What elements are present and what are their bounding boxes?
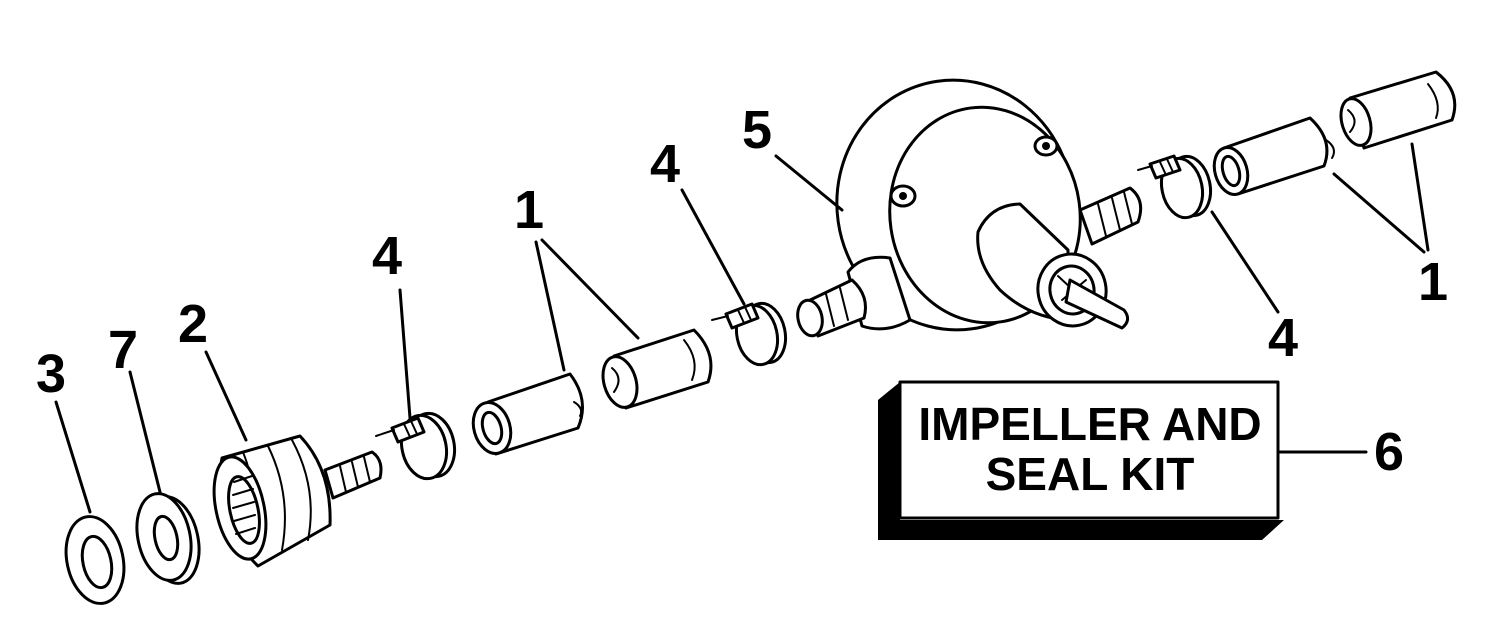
callout-3: 3 [36,344,66,404]
part-1-hose-right-lower [1212,116,1335,196]
part-4-clamp-left [375,411,457,481]
part-3-washer [64,515,126,605]
kit-label-line2: SEAL KIT [986,448,1195,500]
impeller-seal-kit-box: IMPELLER AND SEAL KIT [878,380,1284,540]
callout-numbers: 3 7 2 4 1 4 5 4 1 6 [36,100,1448,482]
callout-5: 5 [742,100,772,160]
part-7-gasket [135,492,201,585]
part-5-pump-assembly [796,78,1143,338]
callout-1-middle: 1 [514,180,544,240]
callout-4-middle: 4 [650,134,680,194]
leader-lines [54,142,1430,514]
part-1-hose-left [471,372,584,456]
part-1-hose-right-upper [1339,70,1457,150]
kit-label-line1: IMPELLER AND [918,398,1261,450]
callout-7: 7 [108,320,138,380]
part-1-hose-middle [601,328,713,410]
callout-4-right: 4 [1268,308,1298,368]
part-4-clamp-right [1137,154,1213,220]
part-2-hose-fitting [212,434,383,568]
callout-6: 6 [1374,422,1404,482]
part-4-clamp-middle [711,301,788,367]
callout-2: 2 [178,294,208,354]
callout-1-right: 1 [1418,252,1448,312]
callout-4-left: 4 [372,226,402,286]
